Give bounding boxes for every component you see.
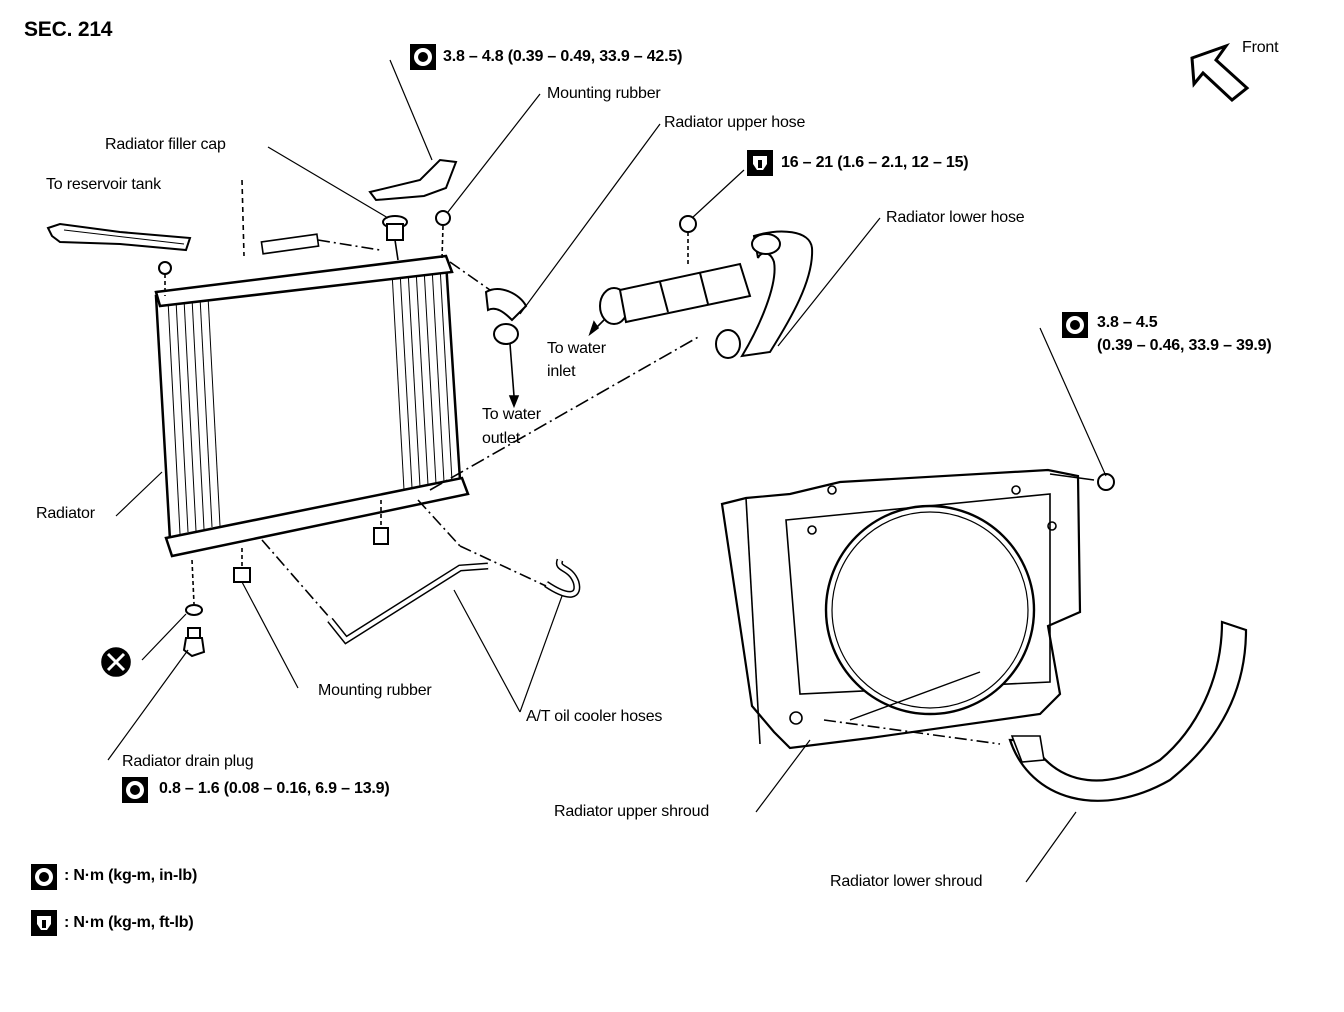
lower-shroud	[823, 620, 1248, 802]
radiator-label: Radiator	[36, 505, 95, 522]
at-oil-cooler-label: A/T oil cooler hoses	[526, 708, 663, 725]
bolt-torque-icon	[31, 864, 57, 890]
front-label: Front	[1242, 39, 1279, 56]
drain-plug-label: Radiator drain plug	[122, 753, 254, 770]
lower-hose	[715, 230, 814, 359]
bolt-torque-icon	[122, 777, 148, 803]
water-outlet-label-line1: To water	[482, 406, 541, 423]
mounting-rubber-bottom-label: Mounting rubber	[318, 682, 432, 699]
radiator-core	[154, 254, 470, 558]
upper-pipe	[588, 215, 752, 337]
water-outlet-label-line2: outlet	[482, 430, 520, 447]
filler-cap-label: Radiator filler cap	[105, 136, 226, 153]
filler-cap	[382, 215, 408, 261]
top-right-bracket	[368, 158, 458, 259]
upper-shroud	[720, 468, 1115, 750]
upper-hose-parts	[449, 261, 528, 409]
clamp-torque-icon	[31, 910, 57, 936]
water-inlet-label-line2: inlet	[547, 363, 576, 380]
drain-plug	[182, 559, 206, 658]
reservoir-label: To reservoir tank	[46, 176, 161, 193]
mounting-rubber-top-label: Mounting rubber	[547, 85, 661, 102]
clamp-torque-icon	[747, 150, 773, 176]
lower-shroud-label: Radiator lower shroud	[830, 873, 983, 890]
bolt-torque-icon	[1062, 312, 1088, 338]
section-number: SEC. 214	[24, 18, 113, 41]
bracket-torque-spec: 3.8 – 4.8 (0.39 – 0.49, 33.9 – 42.5)	[443, 48, 683, 65]
upper-mount-bracket	[46, 222, 192, 296]
bottom-mounting-rubbers	[233, 500, 389, 583]
shroud-bolt-torque-spec-line2: (0.39 – 0.46, 33.9 – 39.9)	[1097, 337, 1272, 354]
lower-hose-label: Radiator lower hose	[886, 209, 1025, 226]
upper-shroud-label: Radiator upper shroud	[554, 803, 710, 820]
front-arrow-icon	[1190, 43, 1250, 102]
leader-lines	[107, 59, 1107, 883]
hose-clamp-torque-spec: 16 – 21 (1.6 – 2.1, 12 – 15)	[781, 154, 969, 171]
not-reusable-icon	[101, 647, 131, 677]
radiator-fins	[167, 265, 453, 535]
upper-hose-label: Radiator upper hose	[664, 114, 806, 131]
drain-plug-torque-spec: 0.8 – 1.6 (0.08 – 0.16, 6.9 – 13.9)	[159, 780, 390, 797]
lower-hose-guide-line	[429, 335, 701, 491]
bolt-torque-icon	[410, 44, 436, 70]
at-oil-cooler-hoses	[261, 499, 581, 645]
legend-clamp-units: : N·m (kg-m, ft-lb)	[64, 914, 194, 931]
water-inlet-label-line1: To water	[547, 340, 606, 357]
shroud-bolt-torque-spec-line1: 3.8 – 4.5	[1097, 314, 1158, 331]
reservoir-hose	[241, 179, 381, 257]
legend-bolt-units: : N·m (kg-m, in-lb)	[64, 867, 198, 884]
